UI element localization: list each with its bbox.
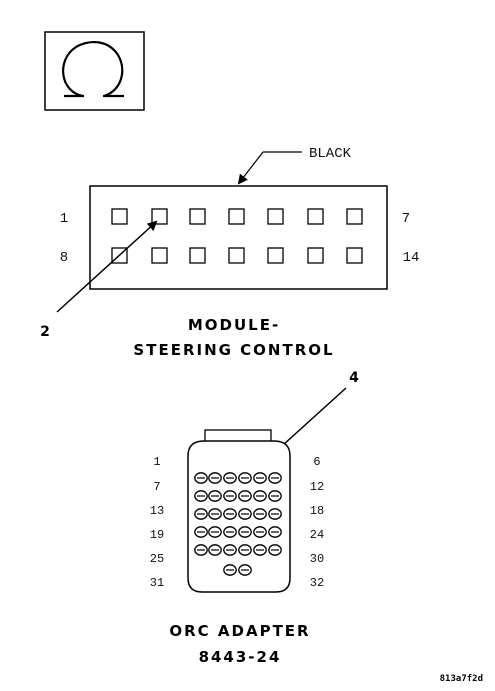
module-pin-cavity-4 — [228, 208, 245, 225]
adapter-right-pin-label: 24 — [310, 528, 324, 542]
adapter-pin-cavity-24 — [268, 526, 282, 538]
adapter-left-pin-label: 7 — [153, 480, 160, 494]
adapter-pin-cavity-5 — [253, 472, 267, 484]
module-caption-line2: STEERING CONTROL — [133, 341, 334, 359]
module-pin-cavity-1 — [111, 208, 128, 225]
adapter-pin-cavity-29 — [253, 544, 267, 556]
adapter-pin-cavity-23 — [253, 526, 267, 538]
adapter-pin-cavity-10 — [238, 490, 252, 502]
adapter-pin-cavity-4 — [238, 472, 252, 484]
adapter-left-pin-label: 13 — [150, 504, 164, 518]
adapter-pin-cavity-26 — [208, 544, 222, 556]
pin-label-1: 1 — [60, 211, 68, 227]
module-pin-cavity-12 — [267, 247, 284, 264]
adapter-right-pin-label: 18 — [310, 504, 324, 518]
module-connector-housing — [89, 185, 388, 290]
adapter-caption-line1: ORC ADAPTER — [169, 622, 310, 640]
pin-label-8: 8 — [60, 250, 68, 266]
adapter-pin-cavity-1 — [194, 472, 208, 484]
module-caption-line1: MODULE- — [188, 316, 280, 334]
adapter-pin-cavity-27 — [223, 544, 237, 556]
adapter-left-pin-label: 1 — [153, 455, 160, 469]
module-pin-cavity-2 — [151, 208, 168, 225]
adapter-pin-cavity-7 — [194, 490, 208, 502]
module-pin-cavity-11 — [228, 247, 245, 264]
pin-label-7: 7 — [402, 211, 410, 227]
adapter-pin-cavity-16 — [238, 508, 252, 520]
adapter-pin-cavity-22 — [238, 526, 252, 538]
adapter-right-pin-label: 6 — [313, 455, 320, 469]
adapter-pin-cavity-6 — [268, 472, 282, 484]
module-pin-cavity-13 — [307, 247, 324, 264]
adapter-right-pin-label: 12 — [310, 480, 324, 494]
adapter-pin-cavity-19 — [194, 526, 208, 538]
adapter-pin-cavity-9 — [223, 490, 237, 502]
adapter-pin-cavity-18 — [268, 508, 282, 520]
callout-4-number: 4 — [349, 370, 359, 386]
color-callout: BLACK — [237, 146, 352, 185]
adapter-left-pin-label: 31 — [150, 576, 164, 590]
adapter-pin-cavity-14 — [208, 508, 222, 520]
module-pin-cavity-3 — [189, 208, 206, 225]
callout-2: 2 — [40, 220, 158, 340]
module-pin-cavity-9 — [151, 247, 168, 264]
adapter-left-pin-labels: 1 7 13 19 25 31 — [150, 455, 164, 590]
module-pin-cavity-5 — [267, 208, 284, 225]
module-connector: 1 7 8 14 — [60, 185, 420, 290]
adapter-pin-grid — [194, 472, 282, 576]
pin-label-14: 14 — [403, 250, 420, 266]
color-callout-text: BLACK — [309, 146, 352, 162]
callout-2-number: 2 — [40, 324, 50, 340]
module-pin-grid — [111, 208, 363, 264]
module-pin-cavity-10 — [189, 247, 206, 264]
adapter-pin-cavity-20 — [208, 526, 222, 538]
adapter-pin-cavity-8 — [208, 490, 222, 502]
adapter-pin-cavity-11 — [253, 490, 267, 502]
adapter-left-pin-label: 19 — [150, 528, 164, 542]
figure-reference-code: 813a7f2d — [440, 674, 483, 684]
adapter-pin-cavity-21 — [223, 526, 237, 538]
module-pin-cavity-7 — [346, 208, 363, 225]
ohm-box — [44, 31, 145, 111]
adapter-right-pin-label: 32 — [310, 576, 324, 590]
adapter-right-pin-labels: 6 12 18 24 30 32 — [310, 455, 324, 590]
adapter-pin-cavity-12 — [268, 490, 282, 502]
adapter-pin-cavity-2 — [208, 472, 222, 484]
adapter-pin-cavity-3 — [223, 472, 237, 484]
adapter-pin-cavity-17 — [253, 508, 267, 520]
ohmmeter-symbol — [44, 31, 145, 111]
adapter-pin-cavity-28 — [238, 544, 252, 556]
module-pin-cavity-14 — [346, 247, 363, 264]
adapter-pin-cavity-31 — [223, 564, 237, 576]
adapter-left-pin-label: 25 — [150, 552, 164, 566]
adapter-caption-line2: 8443-24 — [199, 648, 282, 666]
adapter-right-pin-label: 30 — [310, 552, 324, 566]
adapter-pin-cavity-30 — [268, 544, 282, 556]
adapter-pin-cavity-32 — [238, 564, 252, 576]
ohm-icon — [62, 41, 124, 98]
module-pin-cavity-6 — [307, 208, 324, 225]
adapter-pin-cavity-25 — [194, 544, 208, 556]
orc-adapter-connector: 1 7 13 19 25 31 6 12 18 24 30 32 — [150, 429, 324, 593]
adapter-pin-cavity-13 — [194, 508, 208, 520]
adapter-pin-cavity-15 — [223, 508, 237, 520]
